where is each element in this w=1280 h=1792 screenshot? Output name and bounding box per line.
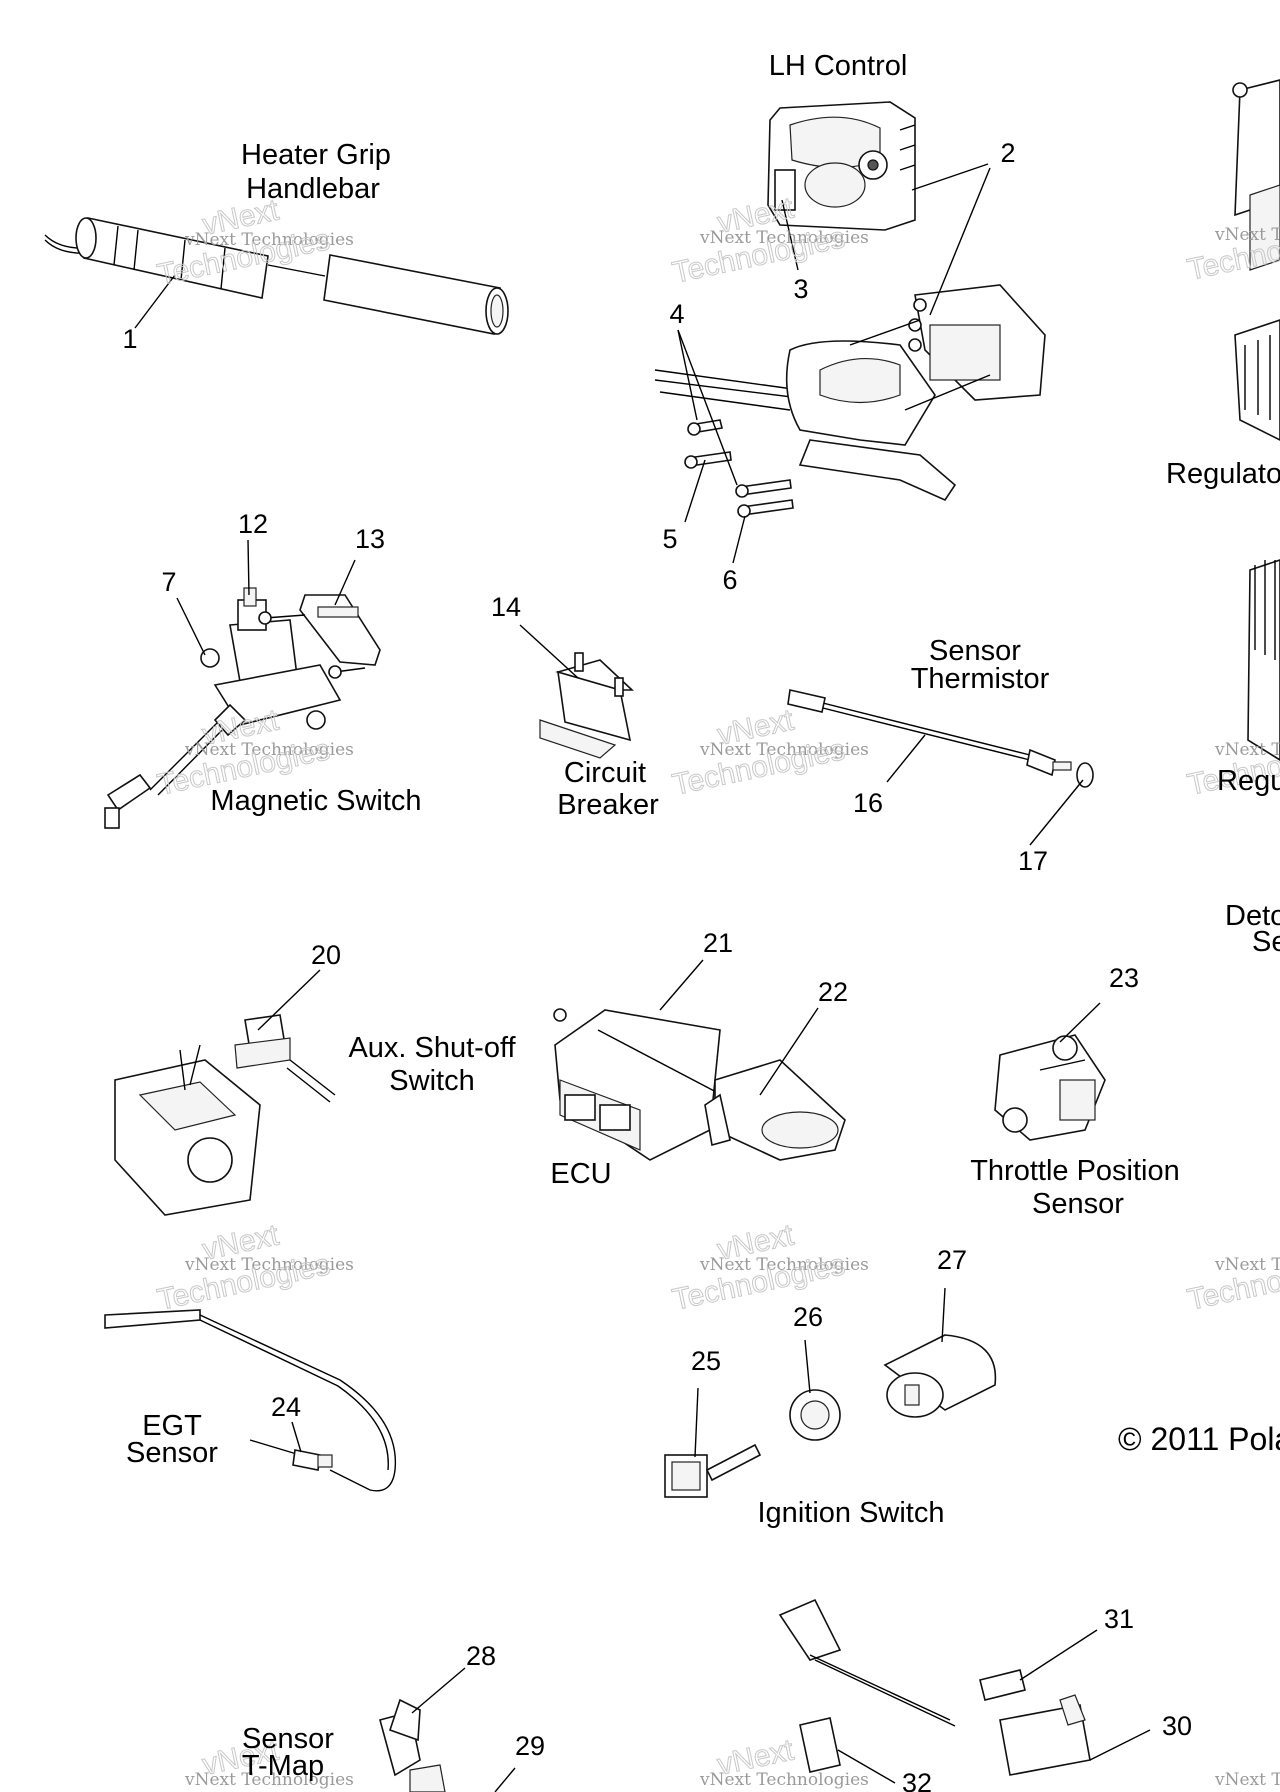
callout: 20: [311, 940, 341, 970]
svg-text:vNext Technologies: vNext Technologies: [184, 230, 354, 250]
tmap-label: T-Map: [242, 1750, 324, 1782]
magnetic-switch-label: Magnetic Switch: [210, 785, 421, 817]
regulator-illustration: [1232, 79, 1280, 441]
ignition-switch-illustration: [664, 1334, 997, 1498]
detonation-sensor-label-2: Se: [1252, 926, 1280, 958]
aux-shutoff-illustration: [114, 1014, 336, 1216]
callout: 1: [122, 324, 137, 354]
watermark: vNext Technologies vNext: [699, 1733, 869, 1790]
svg-text:vNext Technologies: vNext Technologies: [1214, 1770, 1280, 1790]
svg-text:vNext Technologies: vNext Technologies: [699, 1255, 869, 1275]
lh-control-illustration: [767, 101, 916, 231]
regulator-2-label: Regu: [1217, 765, 1280, 797]
callout: 7: [161, 567, 176, 597]
callout: 12: [238, 509, 268, 539]
svg-text:vNext Technologies: vNext Technologies: [699, 1770, 869, 1790]
ecu-label: ECU: [550, 1158, 611, 1190]
thermistor-label: Thermistor: [911, 663, 1050, 695]
svg-text:vNext Technologies: vNext Technologies: [184, 1255, 354, 1275]
section-labels: LH Control Heater Grip Handlebar Regulat…: [126, 50, 1280, 1782]
callout: 31: [1104, 1604, 1134, 1634]
aux-shutoff-label: Aux. Shut-off: [348, 1032, 516, 1064]
sensor-thermistor-label: Sensor: [929, 635, 1021, 667]
ecu-illustration: [553, 1008, 721, 1161]
callout: 3: [793, 274, 808, 304]
callout: 2: [1000, 138, 1015, 168]
ecu-bracket-illustration: [704, 1059, 846, 1161]
callout: 24: [271, 1392, 301, 1422]
throttle-position-label: Throttle Position: [970, 1155, 1180, 1187]
watermark: vNext Technologies Technologies vNext: [154, 1218, 354, 1317]
heater-grip-illustration: [44, 217, 509, 335]
watermark: vNext Technologies: [1214, 1770, 1280, 1790]
throttle-sensor-label: Sensor: [1032, 1188, 1124, 1220]
svg-text:vNext Technologies: vNext Technologies: [699, 740, 869, 760]
svg-text:vNext Technologies: vNext Technologies: [184, 740, 354, 760]
callout: 27: [937, 1245, 967, 1275]
bracket-illustration: [258, 594, 381, 679]
watermark: vNext Technologies Technologies vNext: [669, 703, 869, 802]
watermark: vNext Technologies Technologies vNext: [669, 1218, 869, 1317]
callout: 22: [818, 977, 848, 1007]
svg-text:vNext Technologies: vNext Technologies: [1214, 1255, 1280, 1275]
regulator-2-illustration: [1247, 559, 1280, 761]
callout: 5: [662, 524, 677, 554]
callout: 32: [902, 1768, 932, 1792]
ignition-switch-label: Ignition Switch: [758, 1497, 945, 1529]
callout: 23: [1109, 963, 1139, 993]
circuit-breaker-illustration: [539, 652, 635, 759]
sensor-tmap-label: Sensor: [242, 1723, 334, 1755]
callout: 26: [793, 1302, 823, 1332]
handlebar-label: Handlebar: [246, 173, 380, 205]
callout: 21: [703, 928, 733, 958]
callout: 25: [691, 1346, 721, 1376]
egt-label: EGT: [142, 1410, 202, 1442]
callout: 13: [355, 524, 385, 554]
svg-text:vNext Technologies: vNext Technologies: [1214, 740, 1280, 760]
callout: 6: [722, 565, 737, 595]
lh-control-assembly-illustration: [654, 284, 1046, 518]
copyright-text: © 2011 Pola: [1118, 1421, 1280, 1457]
circuit-breaker-label: Circuit: [564, 757, 646, 789]
svg-text:vNext Technologies: vNext Technologies: [699, 228, 869, 248]
svg-text:vNext Technologies: vNext Technologies: [1214, 225, 1280, 245]
tps-illustration: [994, 1034, 1106, 1141]
detonation-sensor-label: Deto: [1225, 900, 1280, 932]
callout: 14: [491, 592, 521, 622]
callout-leaders: [134, 163, 1151, 1792]
tmap-sensor-illustration: [379, 1698, 446, 1792]
callout-numbers: 1 2 3 4 5 6 7 12 13 14 16 17 20 21 22 23…: [122, 138, 1192, 1792]
watermark: vNext Technologies Technologies: [1184, 1248, 1280, 1318]
aux-switch-label: Switch: [389, 1065, 474, 1097]
heater-grip-label: Heater Grip: [241, 139, 391, 171]
thermistor-illustration: [787, 689, 1094, 788]
lh-control-label: LH Control: [769, 50, 908, 82]
egt-illustration: [104, 1309, 397, 1492]
callout: 28: [466, 1641, 496, 1671]
watermark: vNext Technologies Technologies: [1184, 218, 1280, 288]
callout: 29: [515, 1731, 545, 1761]
breaker-label: Breaker: [557, 789, 659, 821]
callout: 4: [669, 299, 684, 329]
callout: 16: [853, 788, 883, 818]
callout: 30: [1162, 1711, 1192, 1741]
egt-sensor-label: Sensor: [126, 1437, 218, 1469]
regulator-label: Regulato: [1166, 458, 1280, 490]
crank-sensor-illustration: [778, 1598, 1091, 1776]
callout: 17: [1018, 846, 1048, 876]
svg-text:vNext Technologies: vNext Technologies: [184, 1770, 354, 1790]
